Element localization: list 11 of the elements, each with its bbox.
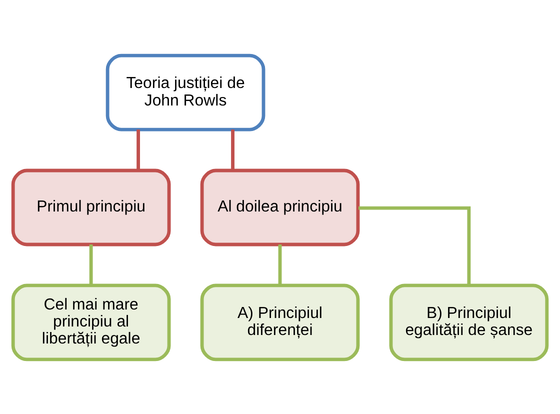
connector (136, 129, 140, 170)
connector (278, 244, 282, 285)
node-box: A) Principiul diferenței (200, 283, 360, 361)
node-box: Al doilea principiu (200, 168, 360, 246)
node-box: B) Principiul egalității de șanse (389, 283, 549, 361)
connector (358, 206, 471, 285)
node-box: Teoria justiției de John Rowls (106, 53, 266, 131)
node-box: Primul principiu (11, 168, 171, 246)
node-box: Cel mai mare principiu al libertății egale (11, 283, 171, 361)
connector (231, 129, 234, 170)
connector (89, 244, 93, 285)
